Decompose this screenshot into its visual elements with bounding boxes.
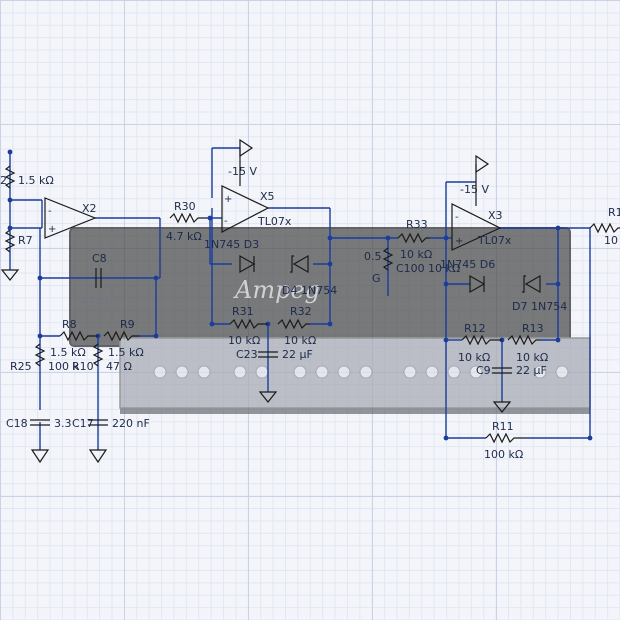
capacitor-c17[interactable]: C17 220 nF <box>72 417 150 430</box>
capacitor-c17-value: 220 nF <box>112 417 150 430</box>
resistor-r33-ref: R33 <box>406 218 428 231</box>
opamp-x2-ref: X2 <box>82 202 97 215</box>
opamp-x5-model: TL07x <box>257 215 292 228</box>
resistor-top-left-value: 1.5 kΩ <box>18 174 54 187</box>
resistor-r12-ref: R12 <box>464 322 486 335</box>
resistor-r30-value: 4.7 kΩ <box>166 230 202 243</box>
capacitor-c8-value: 47 nF <box>82 296 110 307</box>
capacitor-c9[interactable]: C9 22 μF <box>476 364 547 377</box>
capacitor-c23[interactable]: C23 22 μF <box>236 348 313 361</box>
resistor-r13-ref: R13 <box>522 322 544 335</box>
svg-text:-: - <box>48 206 52 217</box>
resistor-r8[interactable]: R8 <box>59 318 98 342</box>
resistor-r10-ref: R10 <box>72 360 94 373</box>
junctions <box>7 149 593 441</box>
capacitor-c18-ref: C18 <box>6 417 28 430</box>
ground-symbols <box>0 269 512 464</box>
capacitor-c8-ref: C8 <box>92 252 107 265</box>
capacitor-c9-ref: C9 <box>476 364 491 377</box>
resistor-r31-value: 10 kΩ <box>228 334 260 347</box>
resistor-r10-value: 47 Ω <box>106 360 132 373</box>
diode-d7[interactable]: D7 1N754 <box>512 274 567 313</box>
diode-d7-label: D7 1N754 <box>512 300 567 313</box>
resistor-r30-ref: R30 <box>174 200 196 213</box>
resistor-r33-value: 10 kΩ <box>400 248 432 261</box>
left-edge-label: 2 <box>0 174 7 187</box>
resistor-r9-value: 1.5 kΩ <box>108 346 144 359</box>
resistor-r13[interactable]: R13 10 kΩ <box>507 322 548 364</box>
wires <box>9 147 591 450</box>
pot-label: 0.5 <box>364 250 382 263</box>
capacitor-c18-value: 3.3 <box>54 417 72 430</box>
pot-c100-value: 10 kΩ <box>428 262 460 275</box>
resistor-r11-ref: R11 <box>492 420 514 433</box>
capacitor-c23-ref: C23 <box>236 348 258 361</box>
svg-text:+: + <box>455 236 463 247</box>
resistor-r32[interactable]: R32 10 kΩ <box>277 305 316 347</box>
opamp-x3-model: TL07x <box>477 234 512 247</box>
resistor-r8-value: 1.5 kΩ <box>50 346 86 359</box>
resistor-r31-ref: R31 <box>232 305 254 318</box>
diode-d3[interactable]: 1N745 D3 <box>204 238 259 274</box>
resistor-r11[interactable]: R11 100 kΩ <box>484 420 526 461</box>
svg-text:-: - <box>455 212 459 223</box>
resistor-r1-ref: R1 <box>608 206 620 219</box>
diode-d3-label: 1N745 D3 <box>204 238 259 251</box>
capacitor-c8[interactable]: C8 47 nF <box>82 252 110 307</box>
resistor-r1-value: 10 <box>604 234 618 247</box>
resistor-r33[interactable]: R33 <box>397 218 430 244</box>
opamp-x2[interactable]: - + X2 <box>44 197 97 239</box>
pot-g-label: G <box>372 272 381 285</box>
opamp-x3-ref: X3 <box>488 209 503 222</box>
opamp-x5-ref: X5 <box>260 190 275 203</box>
pot-c100-ref: C100 <box>396 262 425 275</box>
resistor-r30[interactable]: R30 4.7 kΩ <box>166 200 205 243</box>
capacitor-c18[interactable]: C18 3.3 <box>6 417 72 430</box>
resistor-r8-ref: R8 <box>62 318 77 331</box>
resistor-r12-value: 10 kΩ <box>458 351 490 364</box>
resistor-r11-value: 100 kΩ <box>484 448 523 461</box>
resistor-r13-value: 10 kΩ <box>516 351 548 364</box>
resistor-r1[interactable]: R1 10 <box>589 206 620 247</box>
svg-text:Ampeg: Ampeg <box>233 276 320 304</box>
resistor-r7-ref: R7 <box>18 234 33 247</box>
resistor-r25[interactable]: 1.5 kΩ R25 100 k <box>10 343 86 373</box>
svg-text:-: - <box>224 216 228 227</box>
resistor-r32-value: 10 kΩ <box>284 334 316 347</box>
capacitor-c17-ref: C17 <box>72 417 94 430</box>
diode-d6-label: 1N745 D6 <box>440 258 495 271</box>
svg-text:+: + <box>48 224 56 235</box>
opamp-x5-supply: -15 V <box>228 165 257 178</box>
resistor-r9-ref: R9 <box>120 318 135 331</box>
resistor-top-left[interactable]: 1.5 kΩ <box>4 165 54 189</box>
resistor-r10[interactable]: 1.5 kΩ R10 47 Ω <box>72 343 144 373</box>
resistor-r12[interactable]: R12 10 kΩ <box>458 322 502 364</box>
diode-d6[interactable]: 1N745 D6 <box>440 258 495 294</box>
potentiometer-c100[interactable]: 0.5 10 kΩ C100 10 kΩ G <box>364 247 460 285</box>
resistor-r32-ref: R32 <box>290 305 312 318</box>
diode-d4[interactable]: D4 1N754 <box>282 254 337 297</box>
opamp-x5[interactable]: + - X5 TL07x -15 V <box>221 138 292 233</box>
svg-text:+: + <box>224 194 232 205</box>
resistor-r25-ref: R25 <box>10 360 32 373</box>
resistor-r7[interactable]: R7 <box>4 229 33 253</box>
diode-d4-label: D4 1N754 <box>282 284 337 297</box>
capacitor-c23-value: 22 μF <box>282 348 313 361</box>
resistor-r9[interactable]: R9 <box>103 318 140 342</box>
resistor-r25-value: 100 k <box>48 360 79 373</box>
resistor-r31[interactable]: R31 10 kΩ <box>228 305 268 347</box>
opamp-x3[interactable]: - + X3 TL07x -15 V <box>451 154 512 251</box>
capacitor-c9-value: 22 μF <box>516 364 547 377</box>
opamp-x3-supply: -15 V <box>460 183 489 196</box>
